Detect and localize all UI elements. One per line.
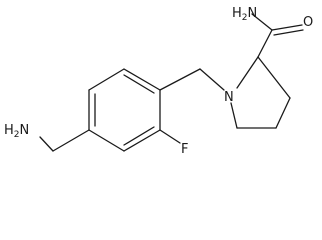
bond-c2-carbonyl: [257, 29, 273, 58]
bond-ar-5-inner: [123, 126, 155, 146]
bond-c3-c4: [275, 97, 291, 129]
molecule-structure: H2N O N H2N F: [4, 6, 313, 157]
bond-n-c2: [236, 56, 259, 89]
benzene-ring: [88, 68, 161, 152]
amide-group: [251, 13, 304, 58]
atom-label-amide-nh2: H2N: [232, 6, 257, 23]
bond-ch2-n: [199, 68, 225, 91]
atom-label-fluorine: F: [181, 142, 188, 157]
bond-ar-ch2: [52, 129, 90, 152]
benzyl-linker: [159, 68, 225, 91]
bond-carbonyl-o: [271, 24, 303, 31]
bond-ar-1: [123, 68, 161, 91]
bond-ch2-nh2: [39, 136, 54, 152]
atom-label-ring-n: N: [224, 90, 234, 105]
bond-ring-ch2: [159, 68, 201, 91]
pyrrolidine-ring: [230, 56, 291, 129]
structure-canvas: H2N O N H2N F: [4, 6, 313, 157]
atom-label-amine: H2N: [4, 123, 29, 140]
bond-c-f: [159, 129, 181, 144]
bond-ar-2: [88, 68, 125, 91]
bond-ar-4: [88, 129, 125, 152]
bond-carbonyl-o-second: [273, 29, 304, 36]
bond-c2-c3: [257, 56, 291, 99]
bond-carbonyl-nh2: [251, 13, 273, 31]
atom-label-carbonyl-o: O: [303, 15, 313, 30]
bond-ar-5: [123, 129, 161, 152]
bond-ar-1-inner: [123, 74, 155, 94]
bond-c5-n: [230, 102, 238, 129]
aminomethyl-group: [39, 129, 90, 152]
